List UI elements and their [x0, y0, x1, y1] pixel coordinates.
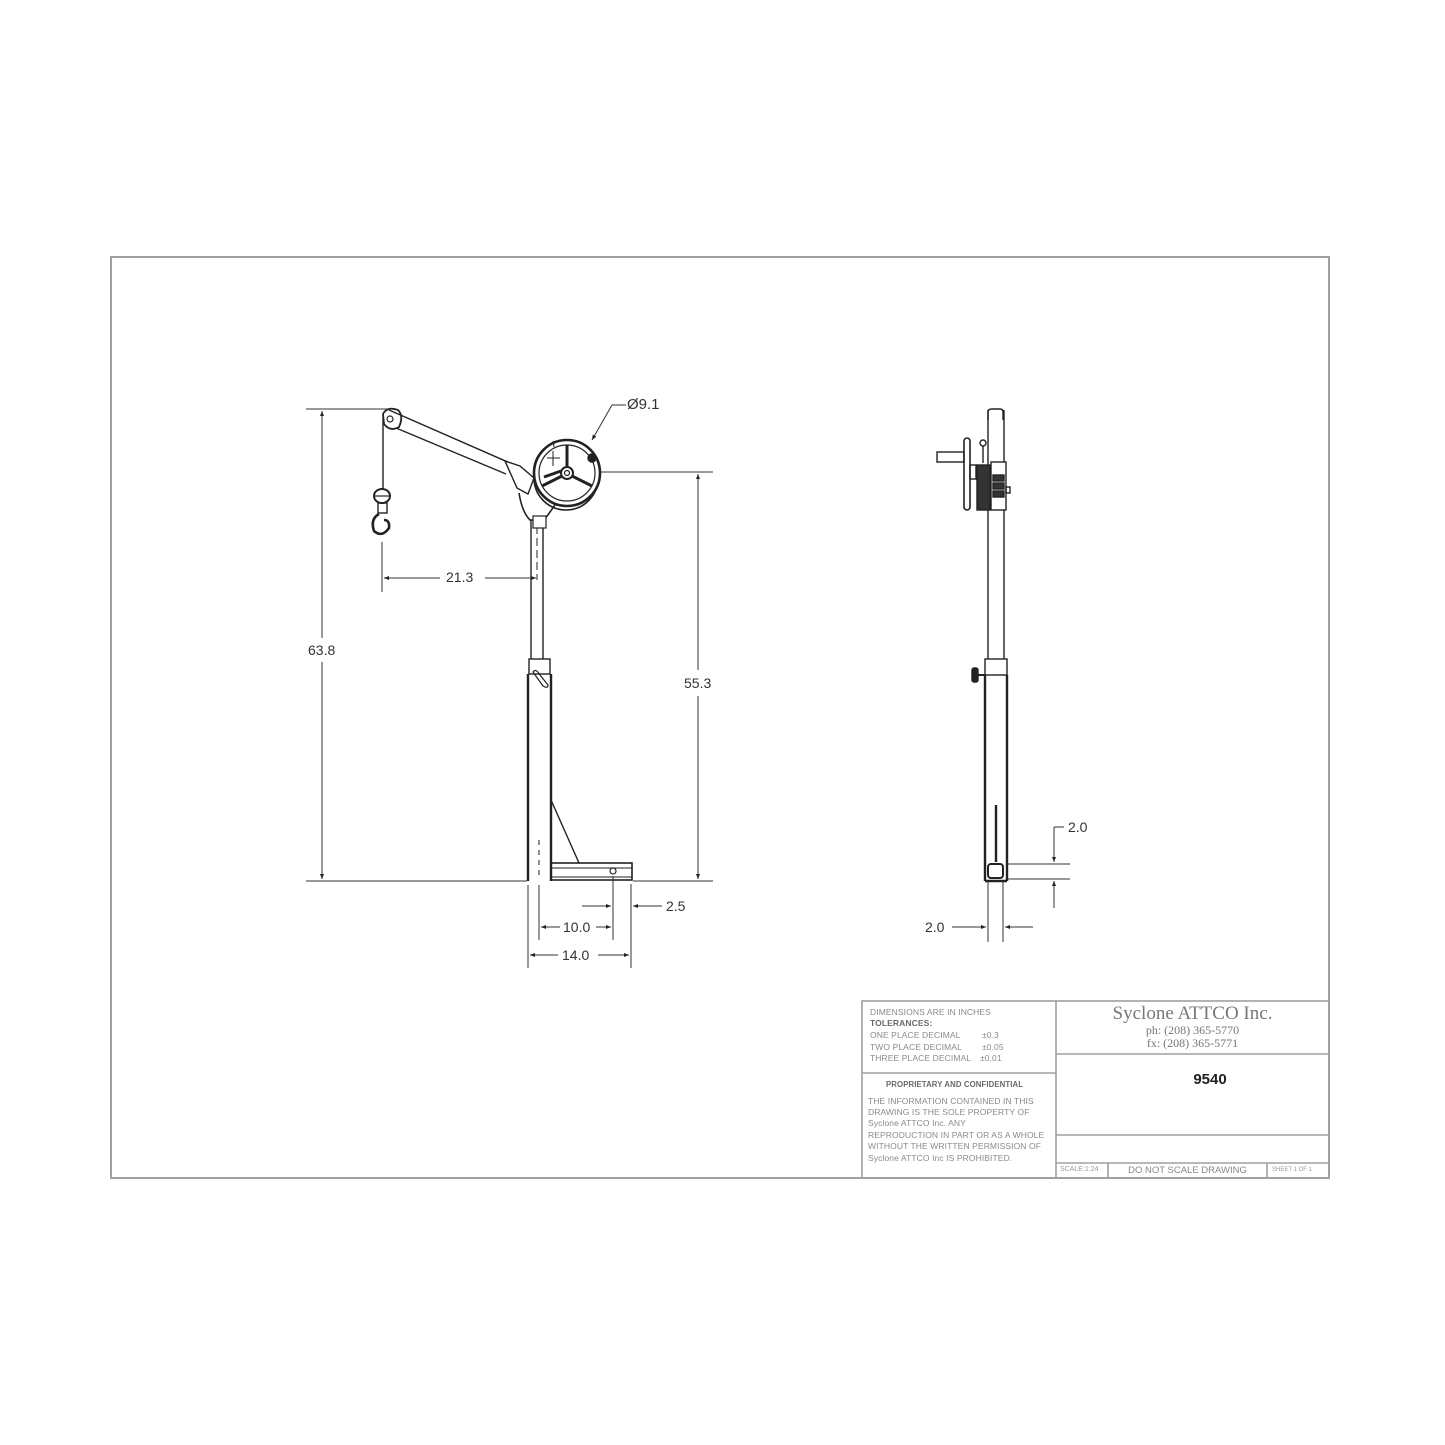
company-phone: ph: (208) 365-5770 — [1145, 1023, 1240, 1037]
tolerance-label-3: THREE PLACE DECIMAL — [870, 1053, 972, 1063]
scale-label: SCALE:1:24 — [1060, 1166, 1099, 1173]
dim-winch-height: 55.3 — [684, 675, 712, 691]
proprietary-line-4: REPRODUCTION IN PART OR AS A WHOLE — [868, 1130, 1045, 1140]
title-block-frame — [861, 1000, 1330, 1179]
front-view — [371, 407, 633, 881]
proprietary-line-2: DRAWING IS THE SOLE PROPERTY OF — [868, 1107, 1030, 1117]
proprietary-line-3: Syclone ATTCO Inc. ANY — [868, 1118, 966, 1128]
tolerance-label-1: ONE PLACE DECIMAL — [870, 1030, 961, 1040]
tolerance-value-3: ±0.01 — [980, 1053, 1002, 1063]
tolerance-label-2: TWO PLACE DECIMAL — [870, 1042, 962, 1052]
part-number: 9540 — [1193, 1071, 1227, 1088]
units-note: DIMENSIONS ARE IN INCHES — [870, 1007, 991, 1017]
front-view-dimensions — [306, 404, 713, 968]
sheet-border — [110, 256, 1330, 1179]
dim-base-to-hole: 10.0 — [563, 919, 591, 935]
company-fax: fx: (208) 365-5771 — [1146, 1036, 1239, 1050]
dim-tube-height: 2.0 — [1068, 819, 1088, 835]
dim-hole-to-end: 2.5 — [666, 898, 686, 914]
side-view — [936, 408, 1011, 883]
sheet-number: SHEET 1 OF 1 — [1272, 1167, 1312, 1173]
proprietary-line-1: THE INFORMATION CONTAINED IN THIS — [868, 1096, 1034, 1106]
side-view-dimensions — [952, 826, 1070, 942]
scale-note: DO NOT SCALE DRAWING — [1128, 1165, 1247, 1176]
company-name: Syclone ATTCO Inc. — [1112, 1003, 1273, 1024]
tolerance-value-2: ±0.05 — [982, 1042, 1004, 1052]
dim-base-length: 14.0 — [562, 947, 590, 963]
dim-boom-reach: 21.3 — [446, 569, 474, 585]
proprietary-heading: PROPRIETARY AND CONFIDENTIAL — [886, 1080, 1024, 1089]
dim-overall-height: 63.8 — [308, 642, 336, 658]
dim-tube-width: 2.0 — [925, 919, 945, 935]
tolerance-value-1: ±0.3 — [982, 1030, 999, 1040]
tolerances-label: TOLERANCES: — [870, 1018, 933, 1028]
proprietary-line-6: Syclone ATTCO Inc IS PROHIBITED. — [868, 1153, 1013, 1163]
dim-handwheel-diameter: Ø9.1 — [627, 396, 660, 413]
proprietary-line-5: WITHOUT THE WRITTEN PERMISSION OF — [868, 1141, 1041, 1151]
